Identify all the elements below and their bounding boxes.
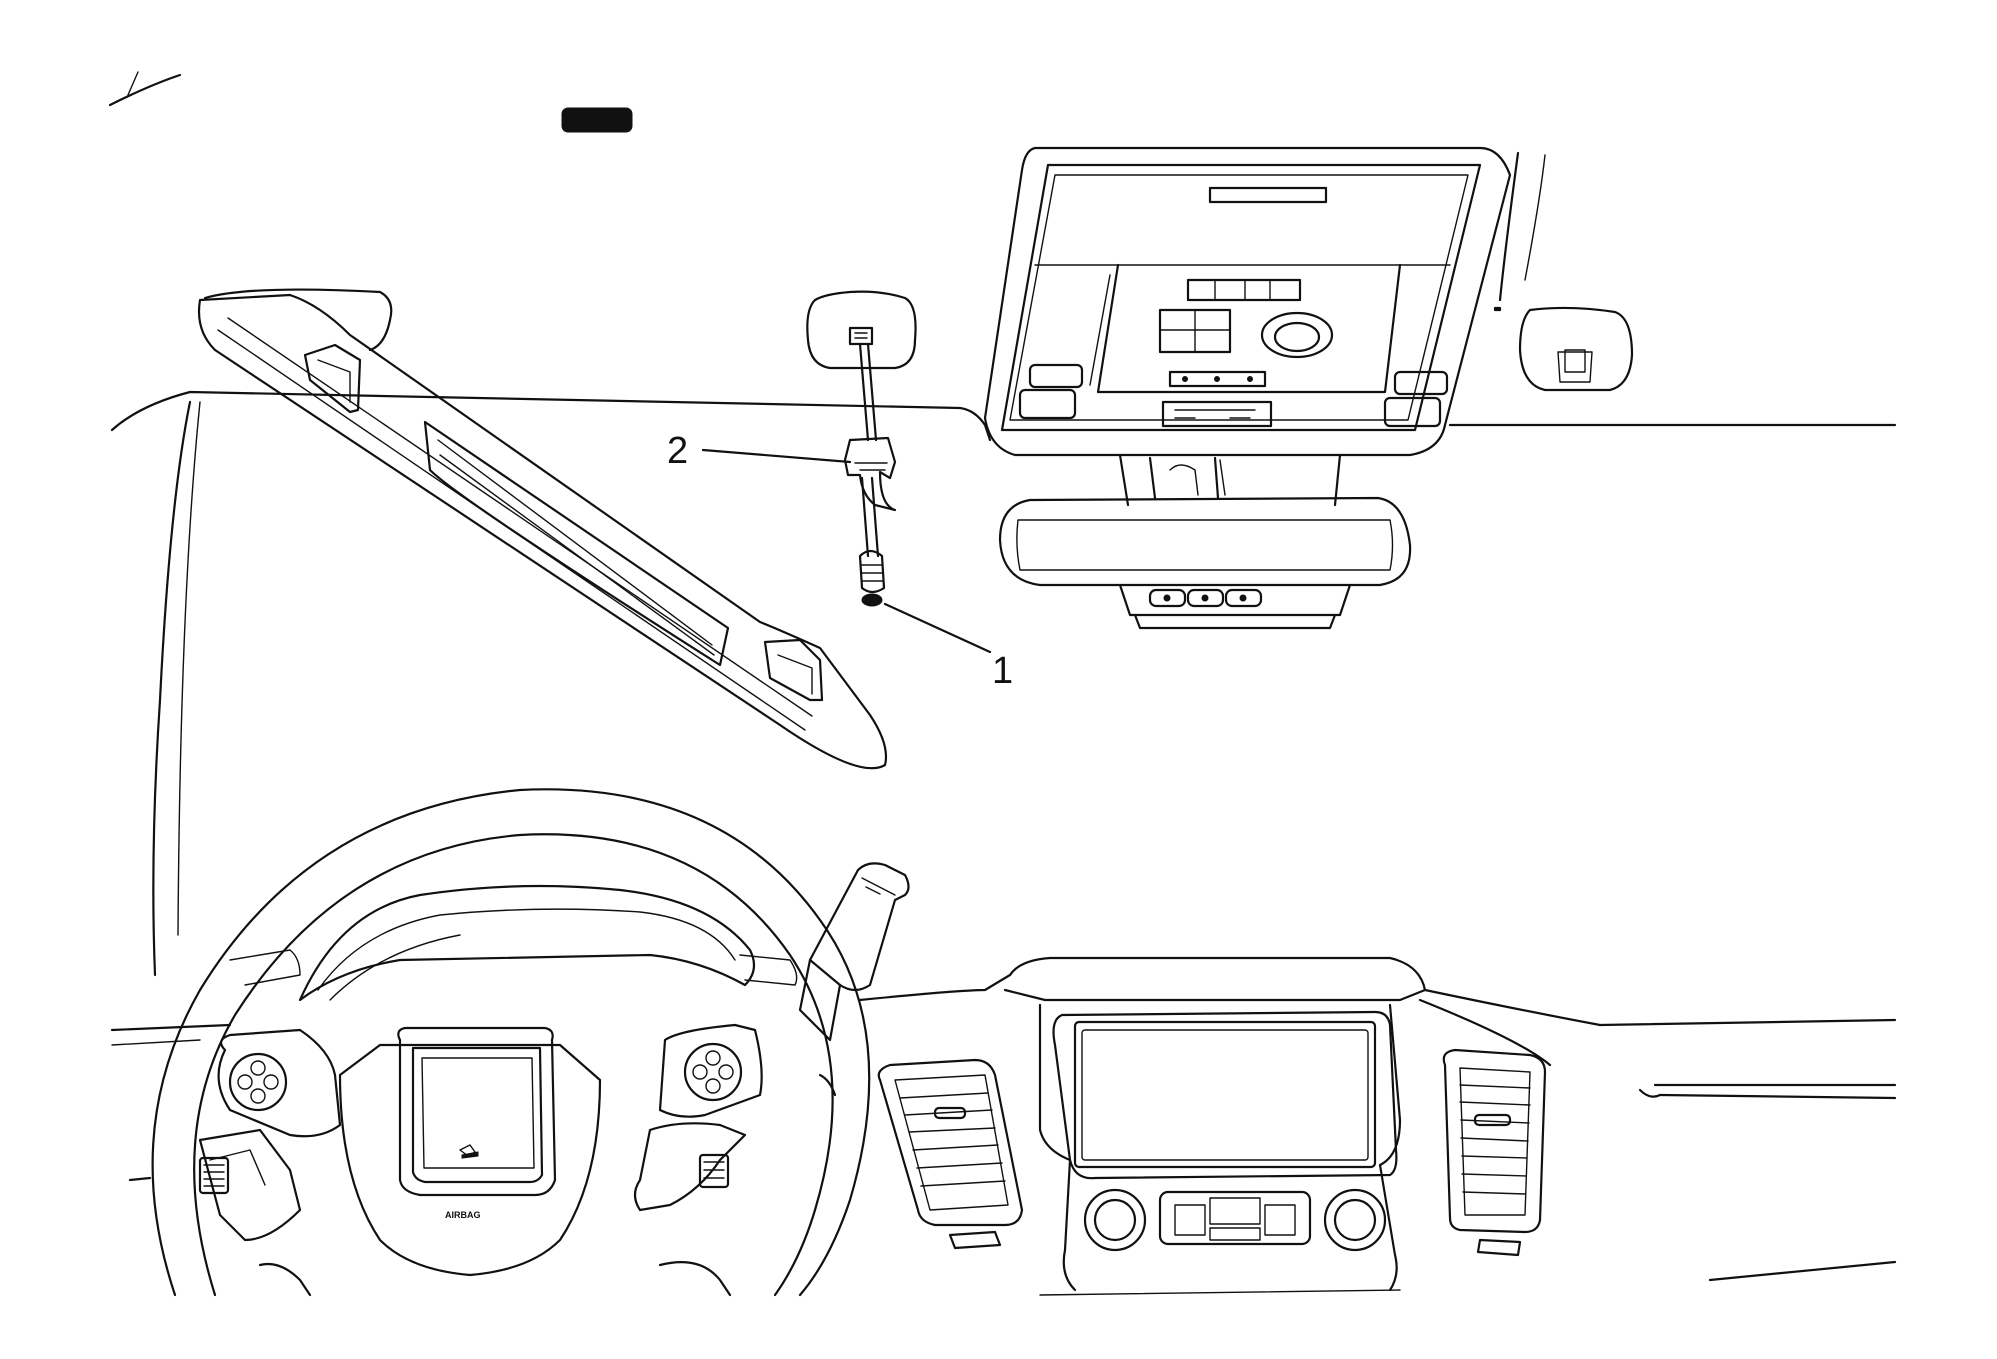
- retainer-clip: [843, 436, 897, 512]
- sun-visor: [197, 288, 888, 770]
- steering-wheel: AIRBAG: [128, 788, 871, 1297]
- callout-1-label: 1: [992, 650, 1013, 692]
- right-air-vent: [1442, 1048, 1547, 1257]
- headliner-edge: [110, 390, 992, 442]
- callout-2-label: 2: [667, 430, 688, 472]
- column-stalk: [798, 862, 910, 1042]
- infotainment-screen: [1052, 1010, 1398, 1180]
- right-visor-mount: [1518, 306, 1634, 392]
- rearview-mirror: [998, 453, 1412, 630]
- callout-1-leader: [883, 602, 992, 654]
- callout-2-leader: [701, 448, 852, 464]
- left-air-vent: [877, 1058, 1024, 1250]
- windshield-sensor: [561, 107, 633, 133]
- windshield-corner-arc: [108, 73, 182, 107]
- visor-screw: [858, 549, 886, 594]
- airbag-label: AIRBAG: [445, 1210, 481, 1220]
- overhead-console: [983, 146, 1512, 457]
- dashboard: [110, 956, 1897, 1292]
- center-controls: [1039, 1188, 1401, 1296]
- visor-clip-assembly: [806, 290, 917, 607]
- a-pillar: [152, 400, 192, 977]
